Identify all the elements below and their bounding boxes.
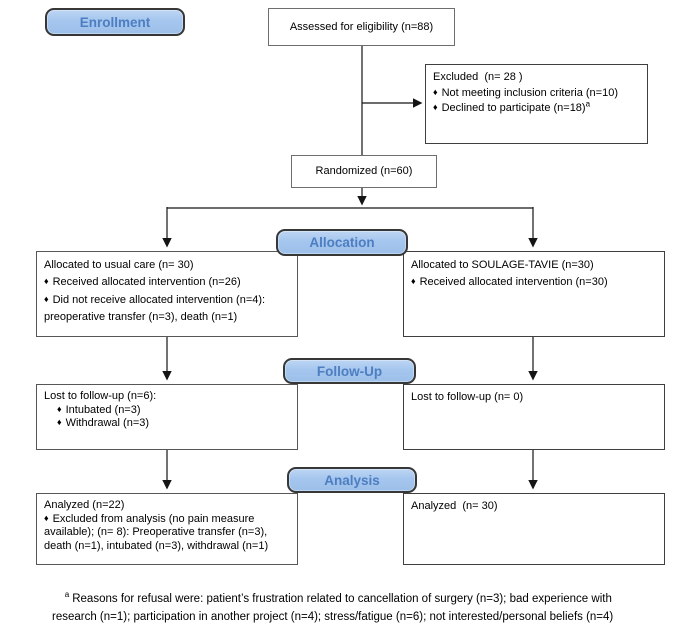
diamond-bullet-icon: ♦	[44, 512, 49, 523]
footnote-marker-ref: a	[585, 99, 591, 109]
excluded-item-text: Not meeting inclusion criteria (n=10)	[441, 86, 618, 99]
analysis-right-title: Analyzed (n= 30)	[411, 500, 498, 512]
followup-right-title: Lost to follow-up (n= 0)	[411, 391, 524, 403]
followup-left-item: ♦Withdrawal (n=3)	[44, 417, 290, 431]
allocation-right-title: Allocated to SOULAGE-TAVIE (n=30)	[411, 259, 594, 271]
diamond-bullet-icon: ♦	[57, 417, 62, 428]
allocation-left-item-text: Did not receive allocated intervention (…	[44, 293, 269, 324]
followup-left-title: Lost to follow-up (n=6):	[44, 390, 157, 402]
assessed-text: Assessed for eligibility (n=88)	[289, 20, 434, 33]
allocation-right-item: ♦Received allocated intervention (n=30)	[411, 274, 657, 291]
diamond-bullet-icon: ♦	[57, 403, 62, 414]
analysis-left-item: ♦Excluded from analysis (no pain measure…	[44, 513, 290, 554]
excluded-item: ♦Not meeting inclusion criteria (n=10)	[433, 86, 640, 102]
enrollment-stage-label: Enrollment	[45, 8, 185, 36]
diamond-bullet-icon: ♦	[433, 86, 438, 97]
allocation-soulage-tavie-box: Allocated to SOULAGE-TAVIE (n=30) ♦Recei…	[403, 251, 665, 337]
followup-stage-label: Follow-Up	[283, 358, 416, 384]
allocation-left-item: ♦Received allocated intervention (n=26)	[44, 274, 290, 291]
followup-left-item-text: Intubated (n=3)	[65, 403, 141, 416]
followup-usual-care-box: Lost to follow-up (n=6): ♦Intubated (n=3…	[36, 384, 298, 450]
excluded-item-text: Declined to participate (n=18)	[441, 102, 586, 115]
allocation-stage-label: Allocation	[276, 229, 408, 256]
allocation-stage-text: Allocation	[309, 235, 375, 250]
diamond-bullet-icon: ♦	[44, 293, 49, 304]
excluded-title: Excluded (n= 28 )	[433, 71, 523, 83]
randomized-text: Randomized (n=60)	[315, 165, 413, 178]
analysis-usual-care-box: Analyzed (n=22) ♦Excluded from analysis …	[36, 493, 298, 565]
diamond-bullet-icon: ♦	[411, 276, 416, 287]
excluded-box: Excluded (n= 28 ) ♦Not meeting inclusion…	[425, 64, 648, 144]
excluded-item: ♦Declined to participate (n=18)a	[433, 99, 640, 117]
diamond-bullet-icon: ♦	[433, 102, 438, 113]
analysis-left-title: Analyzed (n=22)	[44, 499, 125, 511]
assessed-box: Assessed for eligibility (n=88)	[268, 8, 455, 46]
allocation-usual-care-box: Allocated to usual care (n= 30) ♦Receive…	[36, 251, 298, 337]
footnote-marker: a	[64, 589, 70, 599]
followup-stage-text: Follow-Up	[316, 363, 383, 379]
followup-left-item: ♦Intubated (n=3)	[44, 404, 290, 418]
footnote-text: Reasons for refusal were: patient’s frus…	[52, 592, 616, 623]
allocation-left-title: Allocated to usual care (n= 30)	[44, 259, 194, 271]
analysis-soulage-tavie-box: Analyzed (n= 30)	[403, 493, 665, 565]
analysis-stage-label: Analysis	[287, 467, 417, 493]
analysis-left-item-text: Excluded from analysis (no pain measure …	[44, 512, 271, 552]
followup-left-item-text: Withdrawal (n=3)	[65, 417, 150, 430]
analysis-stage-text: Analysis	[324, 472, 380, 488]
enrollment-stage-text: Enrollment	[79, 14, 151, 30]
followup-soulage-tavie-box: Lost to follow-up (n= 0)	[403, 384, 665, 450]
allocation-left-item: ♦Did not receive allocated intervention …	[44, 292, 290, 327]
diamond-bullet-icon: ♦	[44, 276, 49, 287]
allocation-right-item-text: Received allocated intervention (n=30)	[419, 276, 608, 289]
allocation-left-item-text: Received allocated intervention (n=26)	[52, 276, 241, 289]
randomized-box: Randomized (n=60)	[291, 155, 437, 188]
